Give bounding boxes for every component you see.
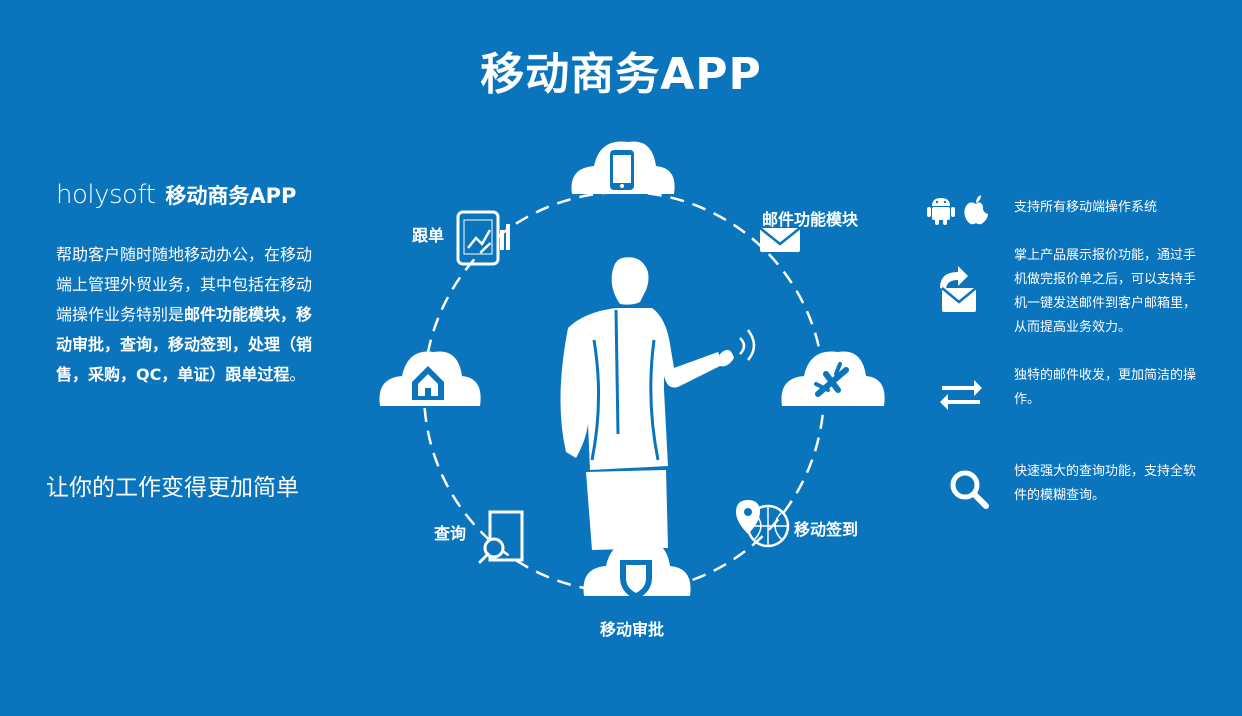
label-query: 查询 [434, 524, 467, 543]
brand-logo: holysoft [56, 180, 156, 210]
slogan: 让你的工作变得更加简单 [46, 475, 299, 501]
search-icon [950, 470, 989, 509]
intro-text: 帮助客户随时随地移动办公，在移动端上管理外贸业务，其中包括在移动端操作业务特别是… [56, 240, 318, 390]
cloud-phone-icon [571, 141, 675, 194]
android-apple-icons [927, 195, 988, 225]
cloud-shield-icon [583, 541, 691, 600]
intro-bold: 邮件功能模块，移动审批，查询，移动签到，处理（销售，采购，QC，单证）跟单过程 [56, 305, 313, 384]
document-search-icon [478, 510, 524, 564]
feature-diagram: 跟单 邮件功能模块 查询 移动签到 移动审批 [370, 130, 900, 650]
brand-app-name: 移动商务APP [165, 184, 297, 208]
tablet-chart-icon [456, 210, 510, 266]
businessman-figure [560, 257, 756, 550]
diagram-graphic [379, 141, 885, 600]
cloud-house-icon [379, 351, 481, 406]
cloud-plane-icon [781, 351, 885, 406]
feature-text-search: 快速强大的查询功能，支持全软件的模糊查询。 [1014, 464, 1197, 503]
feature-text-mail: 独特的邮件收发，更加简洁的操作。 [1014, 368, 1197, 407]
location-globe-icon [736, 500, 790, 548]
intro-plain: 帮助客户随时随地移动办公，在移动端上管理外贸业务，其中包括在移动端操作业务特别是 [56, 245, 313, 324]
mail-forward-icon [940, 266, 977, 312]
intro-end: 。 [289, 365, 306, 384]
android-icon [927, 198, 955, 225]
page-title: 移动商务APP [480, 49, 762, 100]
apple-icon [964, 195, 988, 225]
envelope-icon [759, 227, 801, 252]
brand-header: holysoft 移动商务APP [56, 180, 296, 210]
label-approval: 移动审批 [600, 620, 665, 639]
feature-text-os: 支持所有移动端操作系统 [1014, 200, 1158, 215]
label-checkin: 移动签到 [794, 520, 859, 539]
label-email: 邮件功能模块 [762, 210, 859, 229]
feature-text-quote: 掌上产品展示报价功能，通过手机做完报价单之后，可以支持手机一键发送邮件到客户邮箱… [1014, 248, 1197, 335]
label-tracking: 跟单 [412, 226, 445, 245]
transfer-arrows-icon [940, 380, 982, 410]
